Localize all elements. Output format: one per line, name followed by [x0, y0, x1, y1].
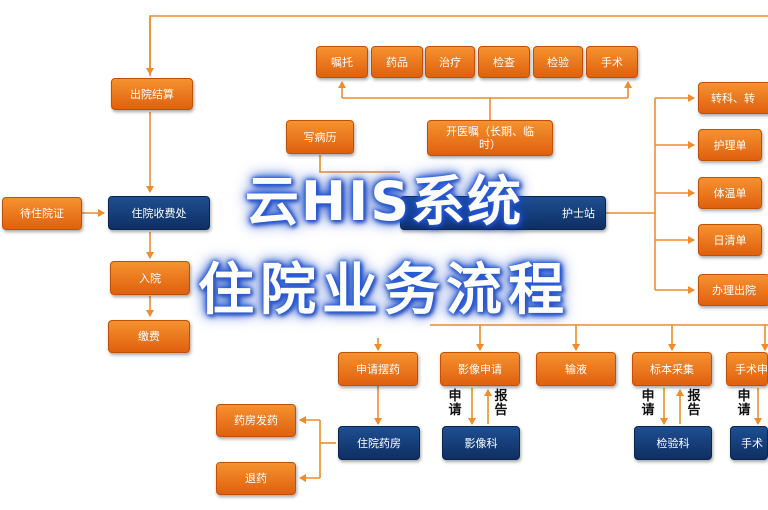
nursing-sheet-node: 护理单: [698, 129, 762, 161]
inpatient-pharmacy-node: 住院药房: [338, 426, 420, 460]
order-examination: 检查: [478, 46, 530, 78]
transfer-node: 转科、转: [698, 82, 768, 114]
title-line-2: 住院业务流程: [198, 258, 570, 323]
write-record-node: 写病历: [286, 120, 354, 154]
surgery-apply-label: 申请: [737, 389, 751, 418]
order-medicine: 药品: [371, 46, 423, 78]
specimen-node: 标本采集: [632, 352, 712, 386]
deposit-node: 缴费: [108, 320, 190, 353]
nurse-station-node: 护士站: [400, 196, 606, 230]
order-treatment: 治疗: [425, 46, 475, 78]
lab-report-label: 报告: [687, 389, 701, 418]
imaging-apply-label: 申请: [448, 389, 462, 418]
admission-pending-node: 待住院证: [2, 197, 82, 230]
lab-dept-node: 检验科: [634, 426, 712, 460]
temperature-sheet-node: 体温单: [698, 177, 762, 209]
open-order-node: 开医嘱（长期、临时）: [427, 120, 553, 156]
discharge-settlement-node: 出院结算: [111, 78, 193, 110]
pharmacy-dispense-node: 药房发药: [216, 404, 296, 437]
admission-node: 入院: [110, 261, 190, 295]
inpatient-billing-node: 住院收费处: [108, 196, 210, 230]
return-medicine-node: 退药: [216, 462, 296, 495]
imaging-dept-node: 影像科: [442, 426, 520, 460]
order-lab-test: 检验: [533, 46, 583, 78]
discharge-proc-node: 办理出院: [698, 274, 768, 306]
order-entrust: 嘱托: [316, 46, 368, 78]
title-line-1: 云HIS系统: [244, 170, 524, 233]
lab-apply-label: 申请: [641, 389, 655, 418]
surgery-dept-node: 手术: [730, 426, 768, 460]
surgery-apply-node: 手术申: [726, 352, 768, 386]
apply-medicine-node: 申请摆药: [338, 352, 418, 386]
order-surgery: 手术: [586, 46, 638, 78]
imaging-report-label: 报告: [494, 389, 508, 418]
imaging-apply-node: 影像申请: [440, 352, 520, 386]
infusion-node: 输液: [536, 352, 616, 386]
daily-list-node: 日清单: [698, 224, 762, 256]
